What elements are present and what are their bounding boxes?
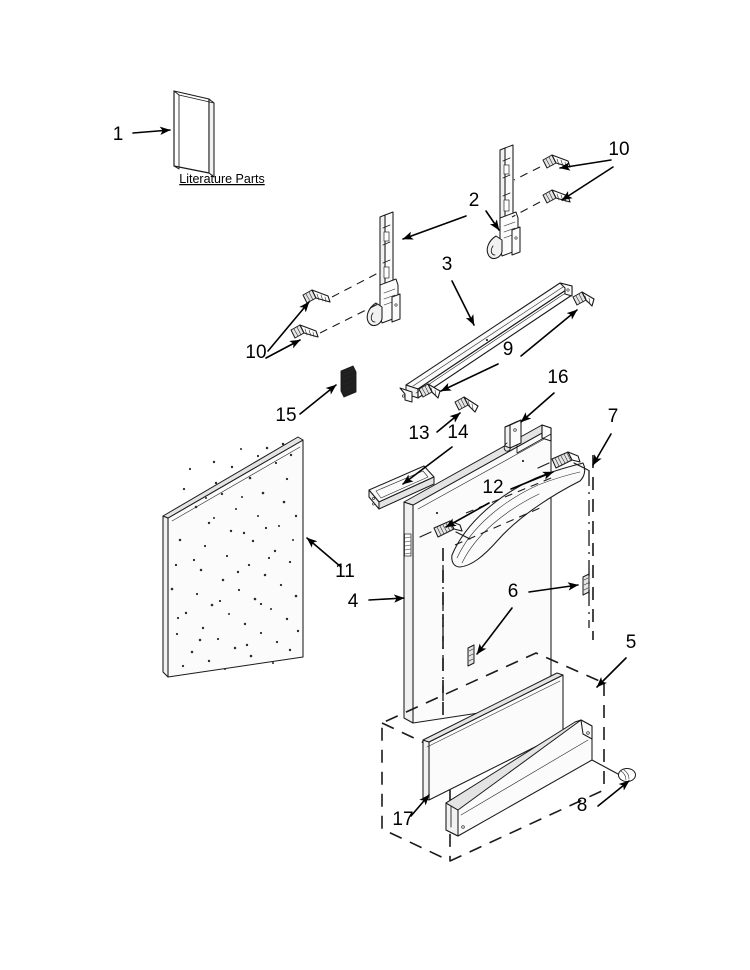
callout-11: 11 — [335, 561, 355, 582]
part-door-insulation-blanket — [162, 436, 304, 678]
hinge-screw-left-lower-axis — [319, 303, 379, 334]
part-rail-mounting-screw-right — [572, 291, 595, 307]
callout-15: 15 — [275, 405, 296, 426]
leader-8 — [597, 780, 630, 807]
part-door-retainer-clip-upper — [582, 573, 590, 596]
leader-3 — [451, 280, 475, 326]
part-door-retainer-clip-lower — [467, 644, 475, 667]
part-console-screw — [454, 396, 479, 413]
part-hinge-screw-left-upper — [302, 289, 331, 304]
callout-5: 5 — [626, 632, 637, 653]
leader-11 — [306, 537, 342, 568]
callout-8: 8 — [577, 795, 588, 816]
part-hinge-screw-left-lower — [290, 324, 319, 339]
callout-9: 9 — [503, 339, 514, 360]
leader-6-lower — [476, 607, 513, 655]
leader-10-right-upper — [559, 159, 612, 171]
leader-12-lower — [445, 502, 490, 528]
hinge-screw-left-upper-axis — [331, 271, 381, 298]
callout-3: 3 — [442, 254, 453, 275]
leader-2-left — [402, 215, 467, 240]
part-toe-panel-front — [422, 672, 564, 801]
part-handle-mounting-screw-upper — [537, 451, 589, 471]
part-door-rail-bracket — [399, 282, 573, 403]
part-door-catch-bracket — [503, 419, 522, 452]
leader-9-left — [440, 363, 499, 392]
callout-16: 16 — [547, 367, 568, 388]
callout-13: 13 — [408, 423, 429, 444]
callout-1: 1 — [113, 124, 124, 145]
leader-14 — [402, 446, 453, 485]
leader-4 — [368, 594, 405, 603]
leader-10-left-upper — [267, 301, 310, 352]
leader-10-left-lower — [265, 339, 301, 359]
callout-10-right: 10 — [608, 139, 629, 160]
leader-12-upper — [510, 471, 554, 490]
leader-16 — [520, 392, 555, 423]
part-door-hinge-arm-left — [366, 211, 401, 327]
callout-14: 14 — [447, 422, 469, 443]
leader-13 — [436, 412, 461, 433]
leader-10-right-lower — [561, 166, 614, 201]
hinge-screw-right-upper-axis — [513, 166, 541, 181]
leader-9-right — [520, 309, 578, 357]
handle-axis-lower — [454, 507, 541, 546]
callout-2: 2 — [469, 190, 480, 211]
door-vent-grille — [404, 533, 412, 557]
callout-4: 4 — [348, 591, 359, 612]
callout-numbers: 1 2 3 4 5 6 7 8 9 10 10 11 12 13 14 15 1… — [113, 124, 637, 830]
leader-lines — [132, 126, 630, 817]
callout-10-left: 10 — [245, 342, 266, 363]
part-rail-mounting-screw-left — [418, 383, 441, 399]
leader-15 — [299, 384, 337, 415]
part-door-seal-block — [340, 365, 357, 398]
insulation-texture — [170, 442, 300, 671]
leader-7 — [592, 433, 612, 466]
leader-1 — [132, 126, 171, 135]
callout-12: 12 — [482, 477, 503, 498]
part-door-hinge-arm-right — [486, 144, 521, 260]
part-door-vent-trim — [368, 465, 435, 510]
callout-17: 17 — [392, 809, 413, 830]
leader-17 — [410, 794, 430, 817]
part-toe-panel-channel — [445, 719, 593, 837]
part-literature-pack — [173, 90, 215, 178]
leader-2-right — [485, 210, 500, 231]
leader-6-upper — [528, 582, 579, 593]
callout-7: 7 — [608, 406, 619, 427]
callout-6: 6 — [508, 581, 519, 602]
literature-parts-caption: Literature Parts — [179, 172, 264, 186]
leader-5 — [596, 657, 627, 688]
hinge-screw-right-lower-axis — [511, 201, 541, 218]
